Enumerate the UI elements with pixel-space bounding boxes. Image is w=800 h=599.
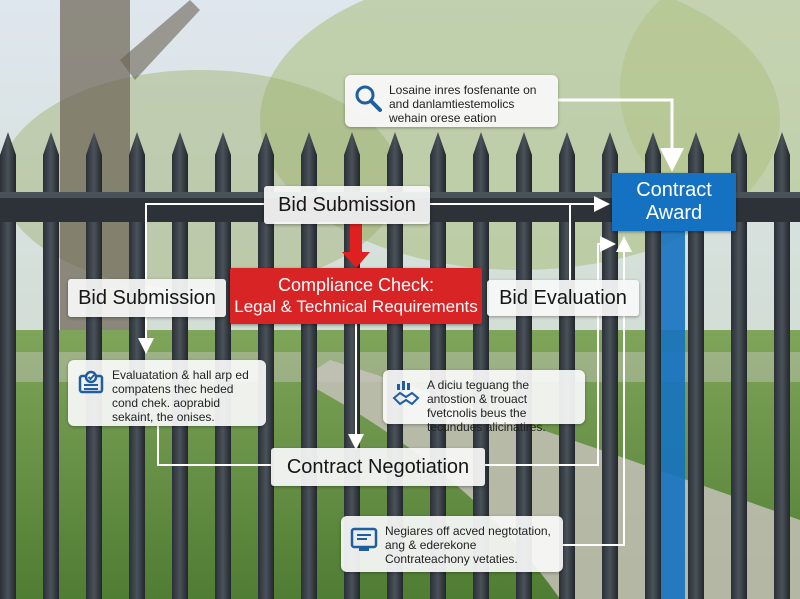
fence-picket — [43, 132, 59, 599]
fence-picket — [258, 132, 274, 599]
note-left: Evaluatation & hall arp ed compatens the… — [68, 360, 266, 426]
compliance-arrow — [342, 224, 370, 268]
note-left-text: Evaluatation & hall arp ed compatens the… — [112, 368, 249, 424]
note-top-text: Losaine inres fosfenante on and danlamti… — [389, 83, 537, 125]
connector-top-to-award — [558, 98, 684, 172]
note-top: Losaine inres fosfenante on and danlamti… — [345, 75, 558, 127]
bid-evaluation-node: Bid Evaluation — [487, 280, 639, 316]
document-screen-icon — [350, 527, 378, 551]
compliance-subtitle: Legal & Technical Requirements — [234, 297, 478, 316]
note-middle-text: A diciu teguang the antostion & trouact … — [427, 378, 546, 434]
connector-negotiation-to-award — [485, 236, 616, 466]
contract-award-line2: Award — [645, 202, 703, 224]
note-middle: A diciu teguang the antostion & trouact … — [383, 370, 585, 434]
contract-negotiation-node: Contract Negotiation — [271, 448, 485, 486]
fence-picket — [645, 132, 661, 599]
connector-submission-to-left — [145, 203, 264, 279]
fence-picket — [774, 132, 790, 599]
magnifier-icon — [355, 85, 382, 112]
fence-picket — [731, 132, 747, 599]
bid-submission-left-node: Bid Submission — [68, 279, 226, 317]
fence-picket — [0, 132, 16, 599]
contract-award-line1: Contract — [636, 179, 712, 201]
fence-picket — [516, 132, 532, 599]
fence-picket — [688, 132, 704, 599]
compliance-title: Compliance Check: — [277, 275, 435, 295]
note-bottom: Negiares off acved negtotation, ang & ed… — [341, 516, 563, 572]
contract-award-node: Contract Award — [612, 173, 736, 231]
handshake-chart-icon — [392, 381, 420, 406]
connector-left-to-negotiation — [157, 426, 271, 466]
checklist-icon — [78, 370, 104, 394]
award-bar — [661, 231, 685, 599]
note-bottom-text: Negiares off acved negtotation, ang & ed… — [385, 524, 551, 566]
compliance-check-node: Compliance Check: Legal & Technical Requ… — [230, 268, 482, 324]
connector-bottom-to-award — [563, 236, 632, 546]
bid-submission-top-node: Bid Submission — [264, 186, 430, 224]
